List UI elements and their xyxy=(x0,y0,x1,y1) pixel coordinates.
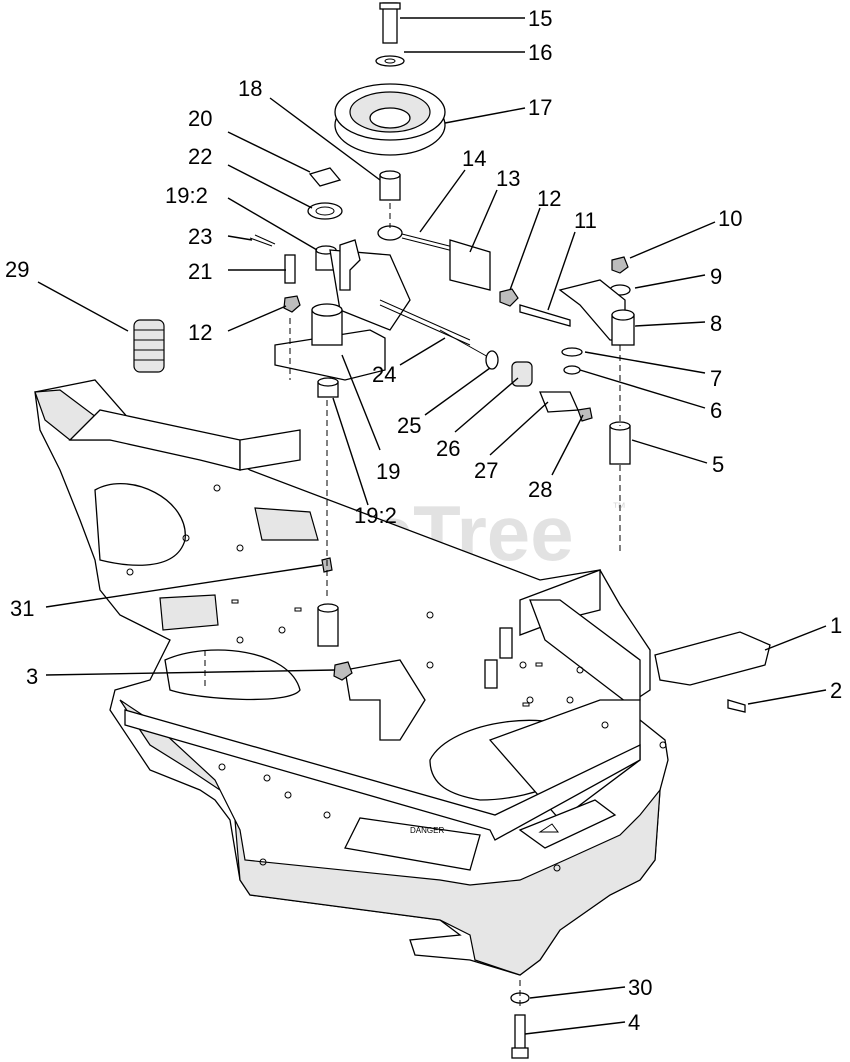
callout-30: 30 xyxy=(628,975,652,1000)
callout-1: 1 xyxy=(830,613,842,638)
callout-13: 13 xyxy=(496,166,520,191)
callout-18: 18 xyxy=(238,76,262,101)
callout-29: 29 xyxy=(5,257,29,282)
callout-14: 14 xyxy=(462,146,486,171)
callout-19: 19 xyxy=(376,459,400,484)
callout-28: 28 xyxy=(528,477,552,502)
callout-4: 4 xyxy=(628,1010,640,1035)
callout-12-left: 12 xyxy=(188,320,212,345)
callout-12-right: 12 xyxy=(537,186,561,211)
callout-8: 8 xyxy=(710,311,722,336)
exploded-parts xyxy=(133,2,771,1059)
callout-labels: 15 16 17 18 20 22 19:2 23 21 29 12 14 13… xyxy=(5,6,842,1035)
mower-deck: DANGER xyxy=(34,379,669,976)
callout-16: 16 xyxy=(528,40,552,65)
callout-23: 23 xyxy=(188,224,212,249)
callout-2: 2 xyxy=(830,678,842,703)
callout-24: 24 xyxy=(372,362,396,387)
callout-31: 31 xyxy=(10,596,34,621)
callout-15: 15 xyxy=(528,6,552,31)
callout-27: 27 xyxy=(474,458,498,483)
callout-11: 11 xyxy=(574,208,597,233)
decal-text: DANGER xyxy=(410,826,444,835)
callout-6: 6 xyxy=(710,398,722,423)
callout-10: 10 xyxy=(718,206,742,231)
callout-3: 3 xyxy=(26,664,38,689)
callout-9: 9 xyxy=(710,264,722,289)
callout-21: 21 xyxy=(188,259,212,284)
callout-22: 22 xyxy=(188,144,212,169)
callout-19-2-lower: 19:2 xyxy=(354,503,397,528)
callout-5: 5 xyxy=(712,452,724,477)
callout-19-2-upper: 19:2 xyxy=(165,183,208,208)
callout-17: 17 xyxy=(528,95,552,120)
leader-lines xyxy=(37,17,827,1035)
callout-7: 7 xyxy=(710,366,722,391)
callout-25: 25 xyxy=(397,413,421,438)
callout-26: 26 xyxy=(436,436,460,461)
callout-20: 20 xyxy=(188,106,212,131)
watermark-trademark: ™ xyxy=(612,499,626,515)
